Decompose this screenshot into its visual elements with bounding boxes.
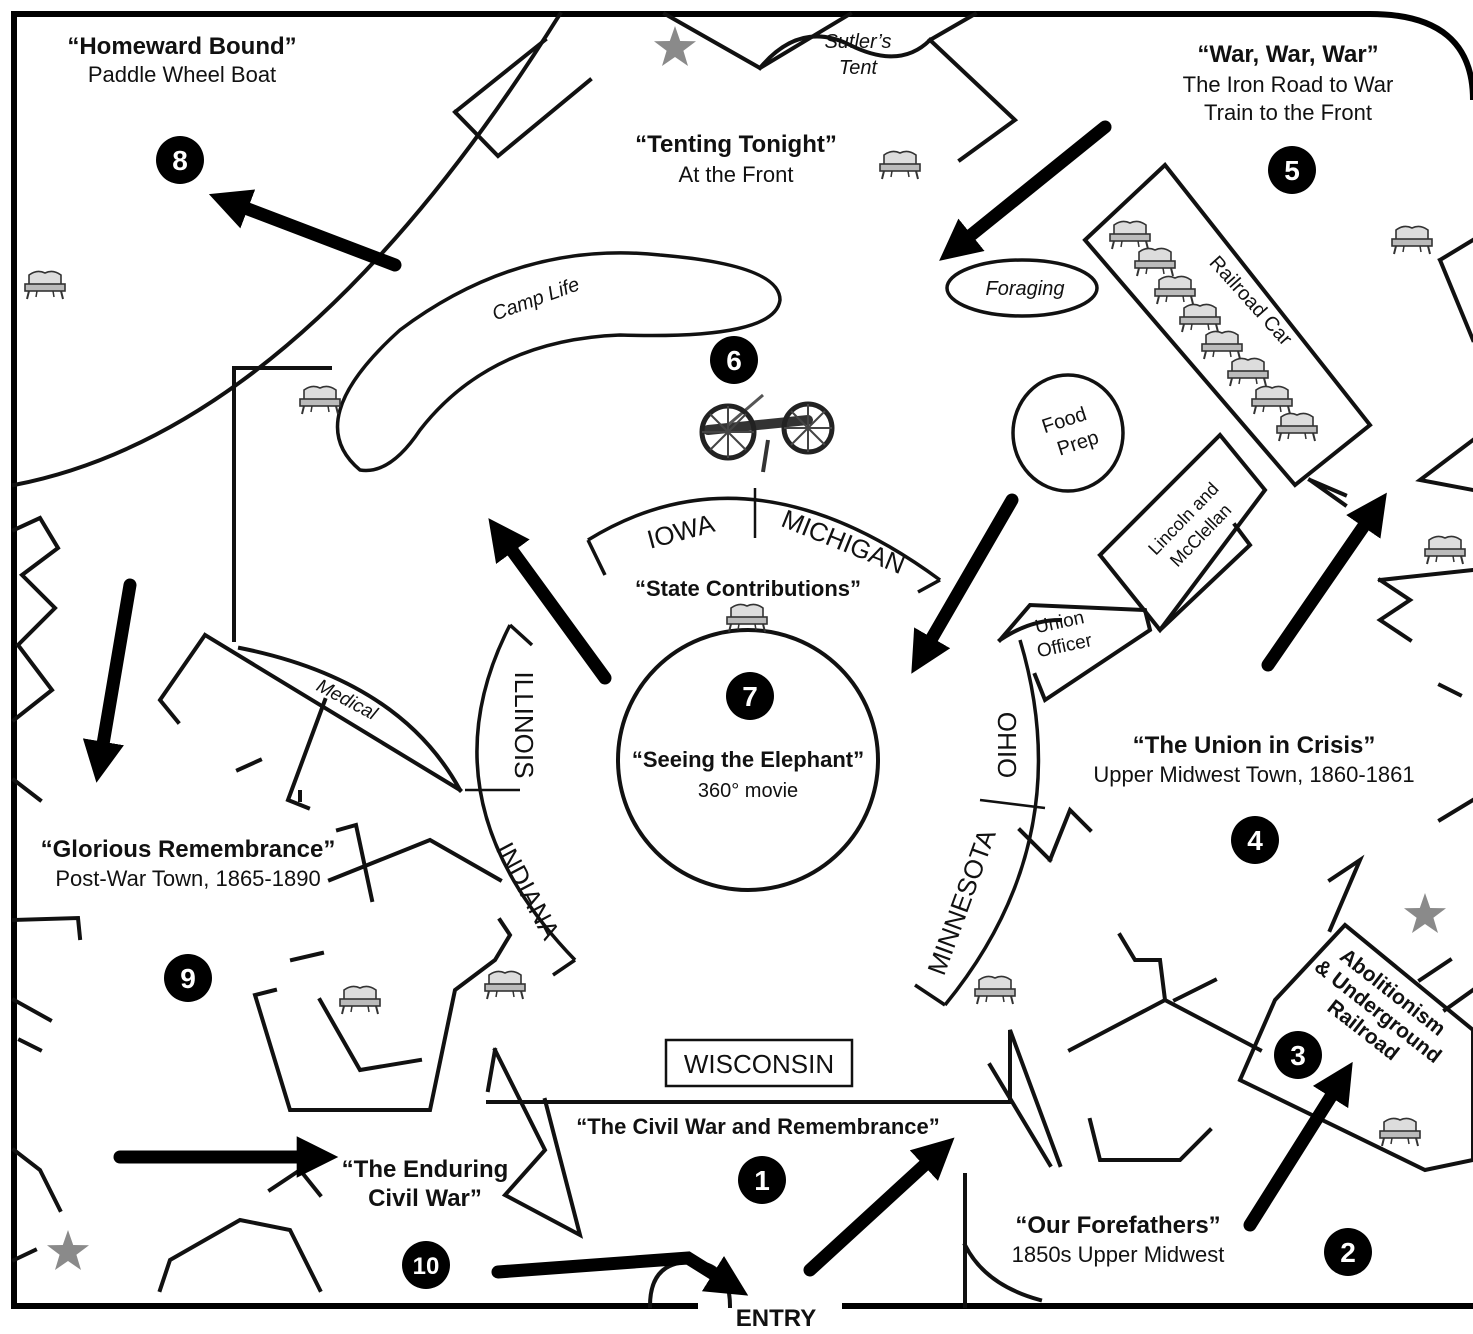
bench-icon xyxy=(1134,247,1176,277)
state-indiana: INDIANA xyxy=(490,837,566,945)
zone-8-title: “Homeward Bound” xyxy=(67,33,296,60)
marker-10: 10 xyxy=(402,1241,450,1289)
foraging-area xyxy=(945,258,1099,318)
zone-8-subtitle: Paddle Wheel Boat xyxy=(88,62,276,87)
marker-1: 1 xyxy=(738,1156,786,1204)
marker-8: 8 xyxy=(156,136,204,184)
state-minnesota: MINNESOTA xyxy=(921,824,1002,978)
state-wisconsin: WISCONSIN xyxy=(684,1049,834,1079)
state-iowa: IOWA xyxy=(644,508,718,555)
marker-2: 2 xyxy=(1324,1228,1372,1276)
bench-icon xyxy=(339,985,381,1015)
marker-5: 5 xyxy=(1268,146,1316,194)
state-contributions-title: “State Contributions” xyxy=(635,576,861,601)
camp-life-area xyxy=(335,251,782,473)
arrow-icon xyxy=(803,1137,955,1277)
building-outline xyxy=(11,11,1473,1309)
marker-4: 4 xyxy=(1231,816,1279,864)
star-icon xyxy=(47,1230,89,1270)
svg-text:3: 3 xyxy=(1290,1040,1306,1071)
svg-text:6: 6 xyxy=(726,345,742,376)
food-prep-area xyxy=(1011,373,1125,493)
bench-icon xyxy=(24,270,66,300)
star-icon xyxy=(1404,893,1446,933)
bench-icon xyxy=(1109,220,1151,250)
bench-icon xyxy=(1379,1117,1421,1147)
bench-icon xyxy=(1251,385,1293,415)
entry-label: ENTRY xyxy=(736,1305,816,1332)
food-prep-label: Food Prep xyxy=(1039,403,1101,460)
zone-6-title: “Tenting Tonight” xyxy=(635,131,837,158)
zone-10-title: “The Enduring xyxy=(342,1156,509,1183)
zone-7-title: “Seeing the Elephant” xyxy=(632,747,864,772)
bench-icon xyxy=(484,970,526,1000)
sutlers-tent-label-2: Tent xyxy=(839,57,879,79)
arrow-icon xyxy=(491,1251,749,1296)
bench-icon xyxy=(1154,275,1196,305)
arrow-icon xyxy=(82,578,137,783)
svg-text:10: 10 xyxy=(413,1253,440,1280)
visitor-flow-arrows xyxy=(82,120,1387,1296)
bench-icon xyxy=(1276,412,1318,442)
arrow-icon xyxy=(488,518,612,685)
marker-6: 6 xyxy=(710,336,758,384)
union-officer-label: Union Officer xyxy=(1033,607,1094,662)
zone-1-title: “The Civil War and Remembrance” xyxy=(576,1114,940,1139)
bench-icon xyxy=(1424,535,1466,565)
marker-7: 7 xyxy=(726,672,774,720)
bench-icon xyxy=(1201,330,1243,360)
bench-icon xyxy=(299,385,341,415)
zone-10-title-2: Civil War” xyxy=(368,1185,482,1212)
camp-life-label: Camp Life xyxy=(489,273,582,325)
state-michigan: MICHIGAN xyxy=(777,503,909,580)
zone-5-subtitle-2: Train to the Front xyxy=(1204,100,1372,125)
arrow-icon xyxy=(911,493,1019,674)
svg-text:4: 4 xyxy=(1247,825,1263,856)
zone-4-title: “The Union in Crisis” xyxy=(1133,732,1376,759)
bench-icon xyxy=(1179,303,1221,333)
svg-text:9: 9 xyxy=(180,963,196,994)
zone-2-title: “Our Forefathers” xyxy=(1015,1212,1220,1239)
zone-5-subtitle: The Iron Road to War xyxy=(1183,72,1394,97)
bench-icon xyxy=(726,603,768,633)
svg-text:2: 2 xyxy=(1340,1237,1356,1268)
sutlers-tent-label-1: Sutler’s xyxy=(824,31,891,53)
central-rotunda xyxy=(465,488,1046,1088)
svg-text:5: 5 xyxy=(1284,155,1300,186)
wisconsin-box xyxy=(664,1038,854,1088)
marker-9: 9 xyxy=(164,954,212,1002)
foraging-label: Foraging xyxy=(986,278,1065,300)
arrow-icon xyxy=(1261,492,1387,672)
svg-text:7: 7 xyxy=(742,681,758,712)
svg-text:1: 1 xyxy=(754,1165,770,1196)
zone-4-subtitle: Upper Midwest Town, 1860-1861 xyxy=(1093,762,1414,787)
bench-icon xyxy=(1391,225,1433,255)
zone-5-title: “War, War, War” xyxy=(1197,41,1378,68)
cannon-icon xyxy=(699,393,835,473)
zone-9-subtitle: Post-War Town, 1865-1890 xyxy=(55,866,320,891)
zone-9-title: “Glorious Remembrance” xyxy=(41,836,336,863)
marker-3: 3 xyxy=(1274,1031,1322,1079)
arrow-icon xyxy=(939,120,1112,261)
svg-text:8: 8 xyxy=(172,145,188,176)
lincoln-mcclellan-label: Lincoln and McClellan xyxy=(1144,479,1235,571)
zone-7-subtitle: 360° movie xyxy=(698,780,798,802)
state-illinois: ILLINOIS xyxy=(509,672,539,779)
arrow-icon xyxy=(208,189,402,272)
arrow-icon xyxy=(1243,1061,1353,1232)
state-ohio: OHIO xyxy=(992,712,1022,778)
zone-2-subtitle: 1850s Upper Midwest xyxy=(1012,1242,1225,1267)
interior-walls xyxy=(11,11,1473,1309)
bench-icon xyxy=(1227,357,1269,387)
zone-6-subtitle: At the Front xyxy=(679,162,794,187)
bench-icon xyxy=(879,150,921,180)
bench-icon xyxy=(974,975,1016,1005)
star-icon xyxy=(654,26,696,66)
